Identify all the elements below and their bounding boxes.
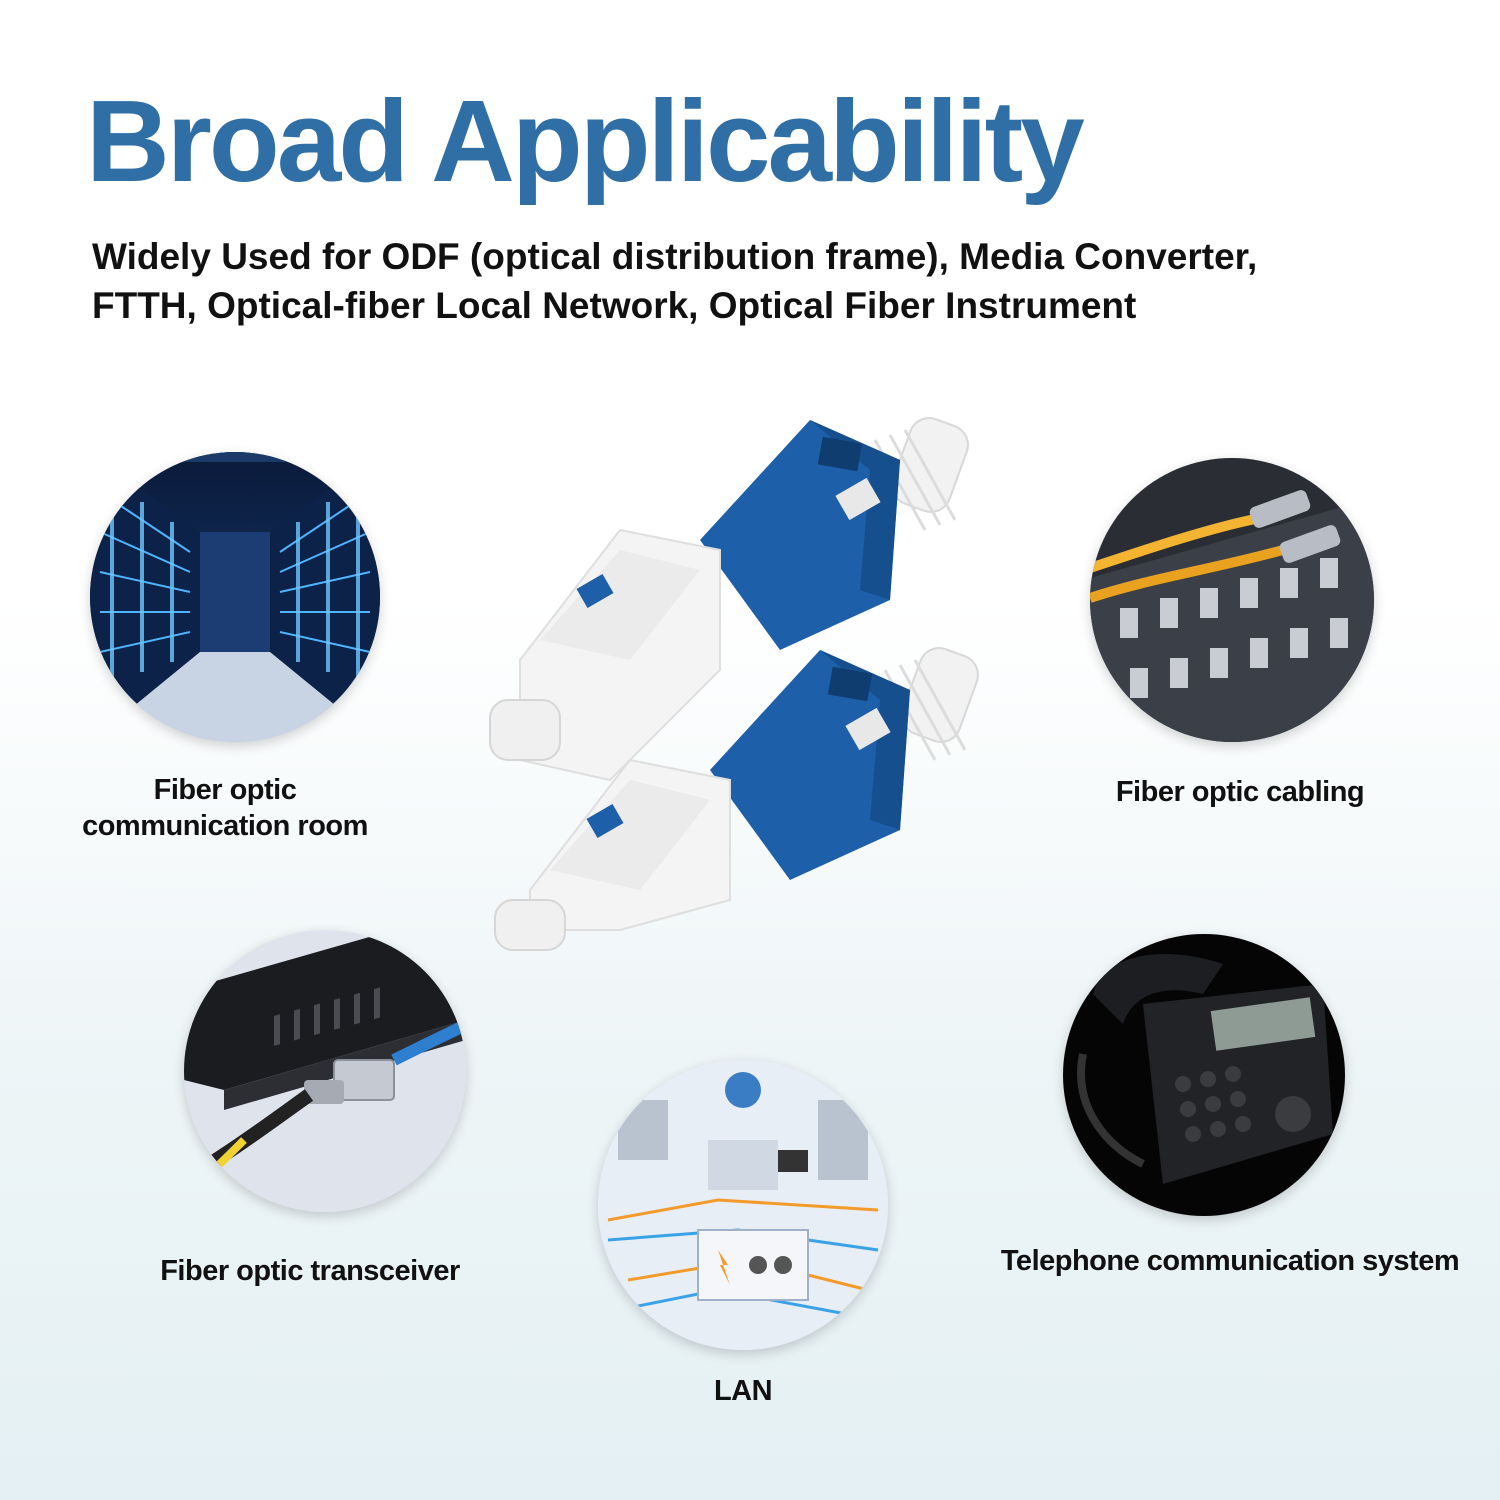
server-room-image	[90, 452, 380, 742]
label-fiber-optic-transceiver-text: Fiber optic transceiver	[160, 1255, 460, 1287]
fiber-patch-panel-image	[1090, 458, 1374, 742]
label-communication-room: Fiber optic communication room	[40, 772, 410, 844]
connector-product-image	[480, 400, 1020, 960]
connector-bottom	[494, 647, 979, 951]
connector-top	[489, 417, 969, 782]
page-subtitle: Widely Used for ODF (optical distributio…	[92, 232, 1392, 330]
label-lan-text: LAN	[713, 1375, 773, 1407]
label-lan: LAN	[643, 1373, 843, 1409]
label-fiber-optic-transceiver: Fiber optic transceiver	[120, 1253, 500, 1289]
network-diagram-image	[598, 1060, 888, 1350]
label-communication-room-line-2: communication room	[82, 810, 368, 842]
page-title: Broad Applicability	[86, 76, 1085, 206]
media-converter-image	[184, 930, 466, 1212]
label-communication-room-line-1: Fiber optic	[153, 774, 297, 806]
label-telephone-system-text: Telephone communication system	[1000, 1245, 1460, 1277]
label-fiber-optic-cabling: Fiber optic cabling	[1060, 774, 1420, 810]
label-fiber-optic-cabling-text: Fiber optic cabling	[1115, 776, 1365, 808]
desk-phone-image	[1063, 934, 1345, 1216]
subtitle-line-1: Widely Used for ODF (optical distributio…	[92, 236, 1258, 277]
subtitle-line-2: FTTH, Optical-fiber Local Network, Optic…	[92, 285, 1137, 326]
label-telephone-system: Telephone communication system	[975, 1243, 1485, 1279]
